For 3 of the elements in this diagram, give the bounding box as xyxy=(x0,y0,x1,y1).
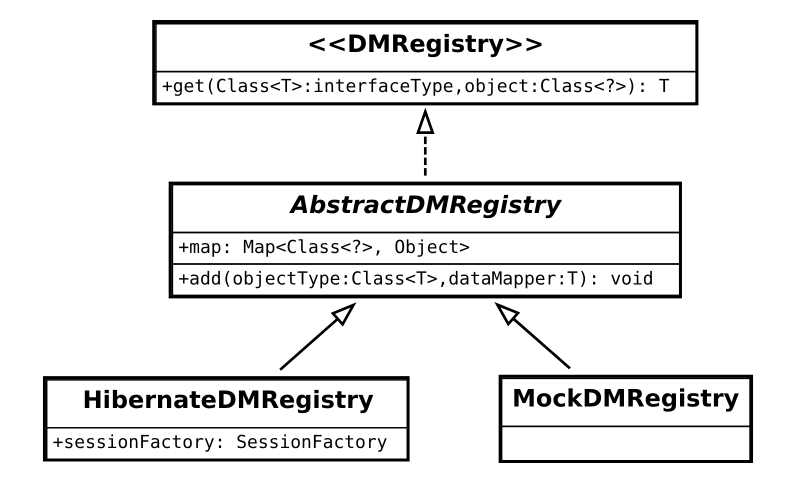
arrow xyxy=(416,108,435,176)
arrow xyxy=(279,302,357,371)
arrow xyxy=(494,302,571,370)
